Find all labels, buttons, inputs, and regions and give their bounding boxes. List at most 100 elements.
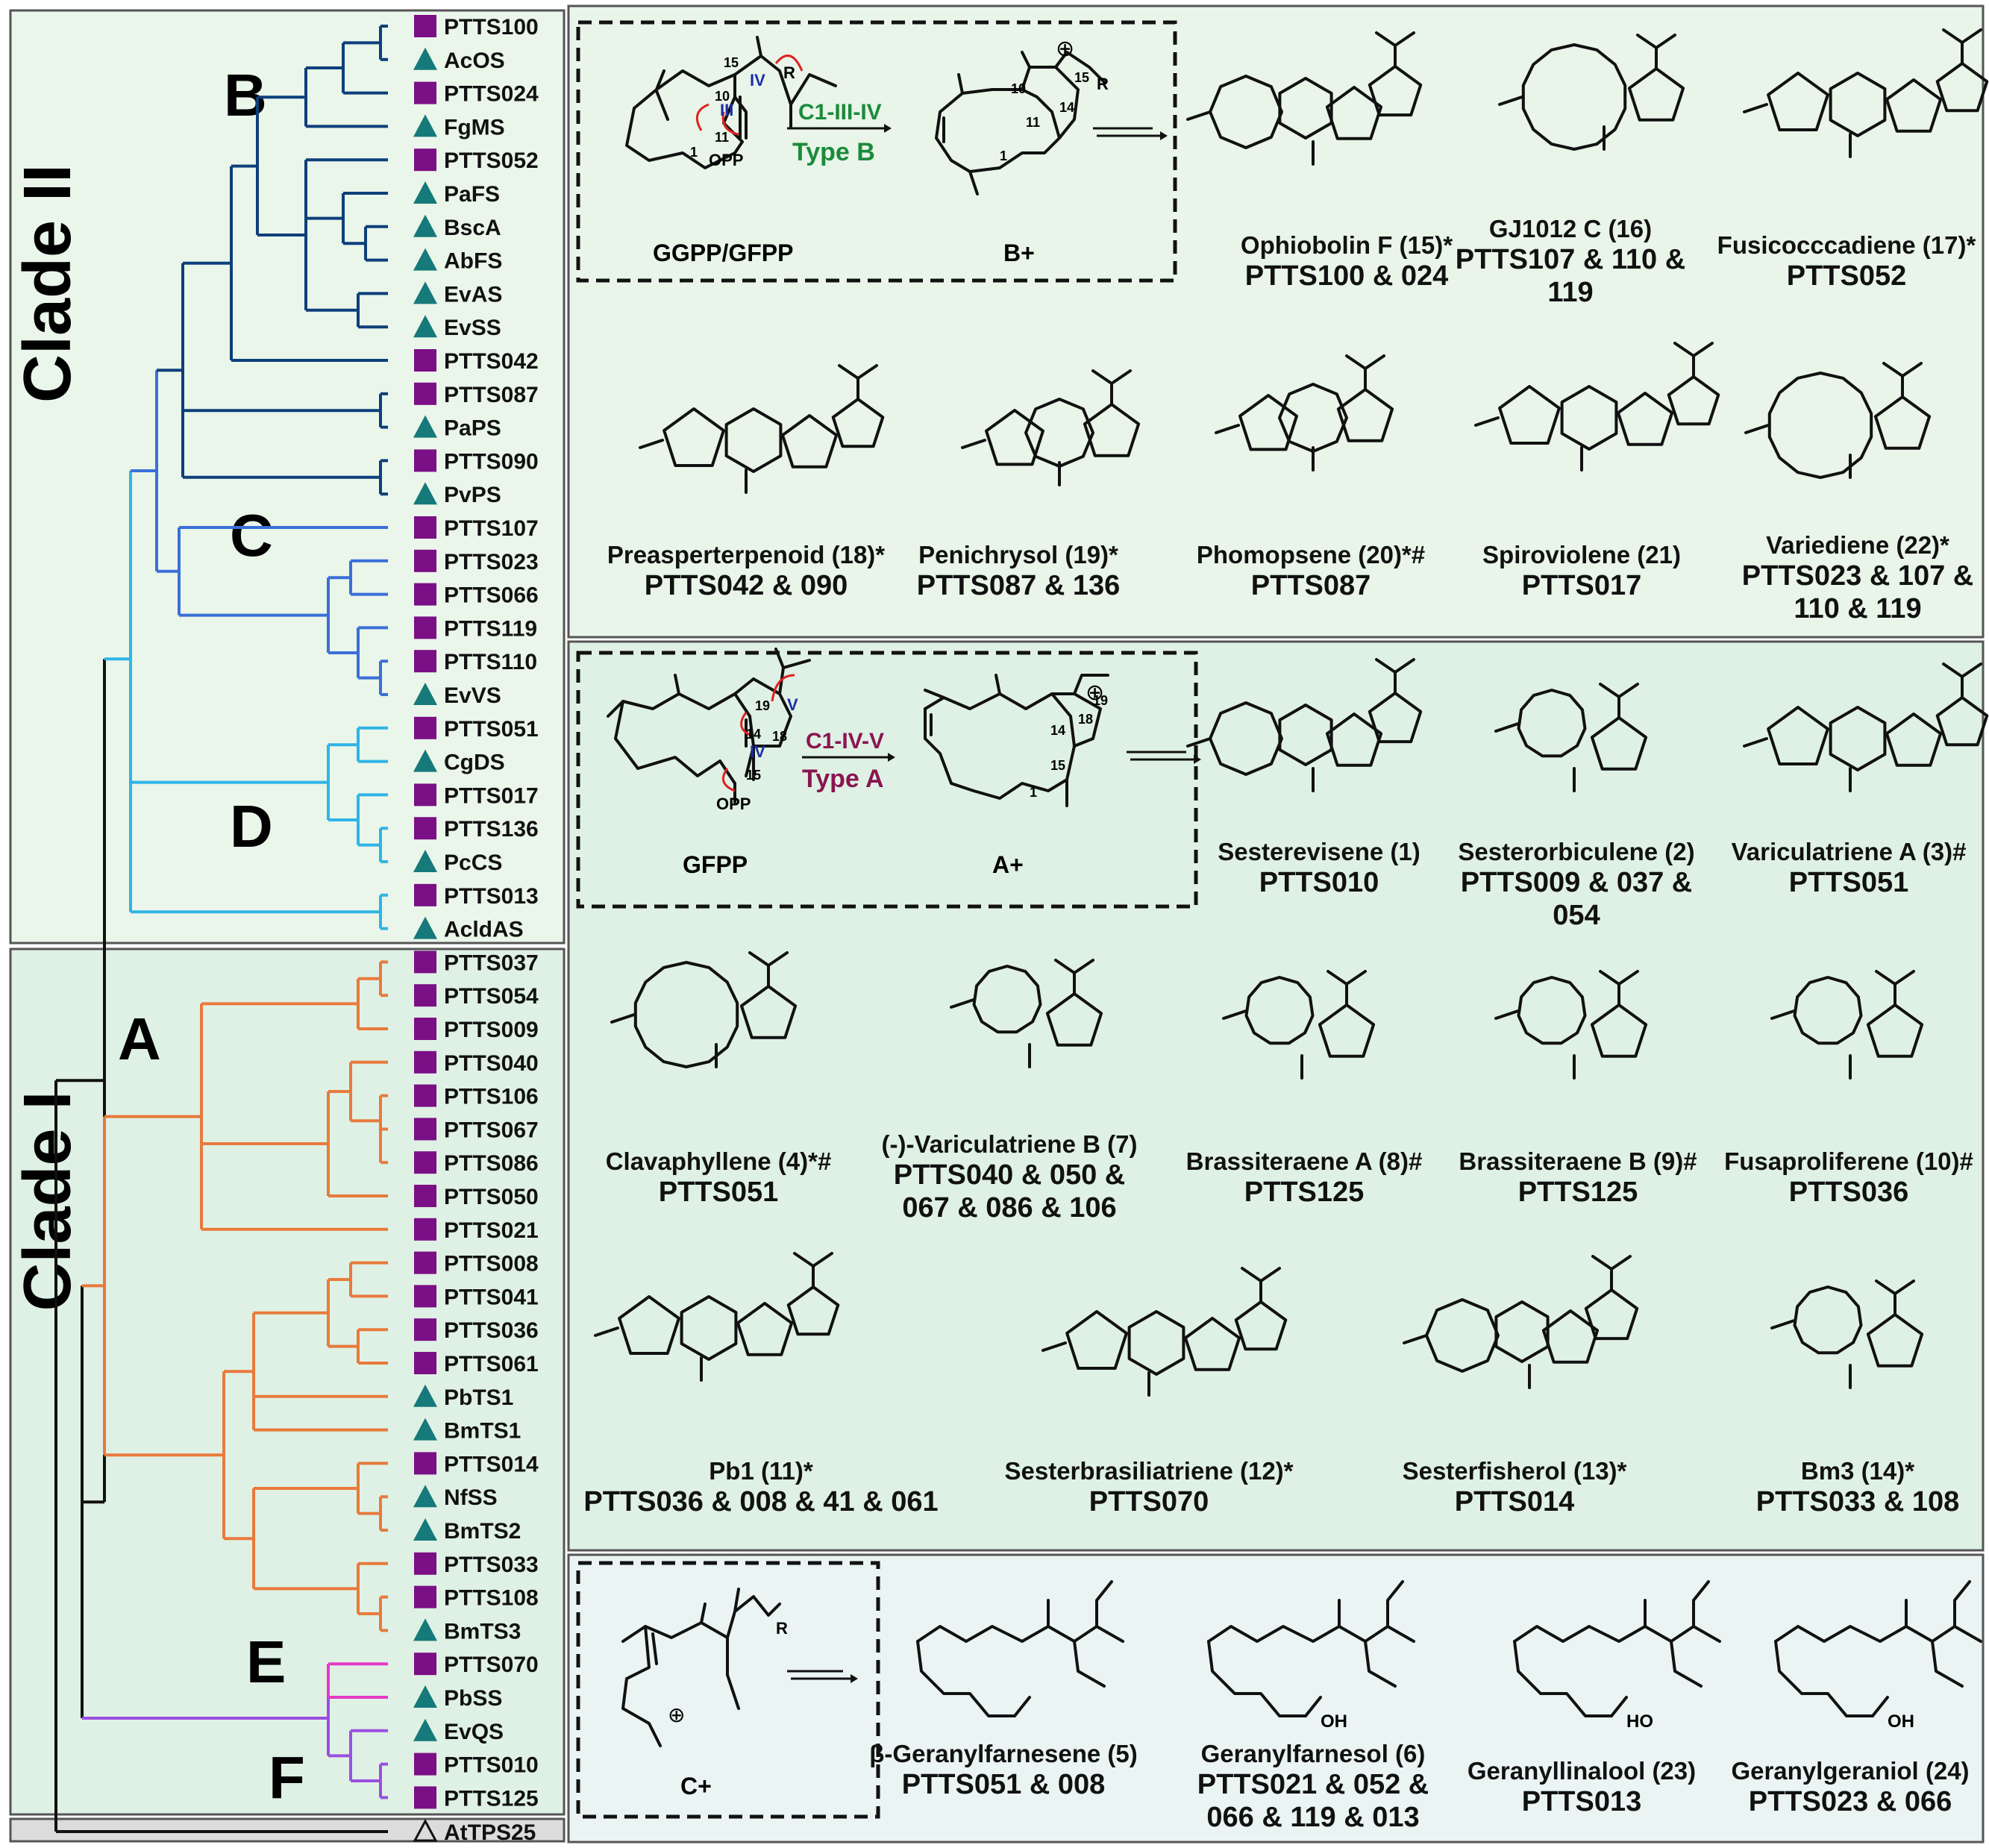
- leaf-label: PTTS100: [444, 15, 539, 40]
- atom-label-10: 10: [715, 89, 730, 104]
- square-marker-icon: [414, 1251, 436, 1274]
- gfpp-opp: OPP: [716, 795, 751, 813]
- square-marker-icon: [414, 382, 436, 405]
- leaf-label: PTTS014: [444, 1452, 539, 1476]
- bond: [1425, 1298, 1500, 1373]
- atom-label-1: 1: [690, 145, 698, 160]
- enzyme-list: PTTS042 & 090: [645, 570, 848, 601]
- bond: [1494, 722, 1520, 733]
- top-compound-label: Penichrysol (19)*PTTS087 & 136: [917, 541, 1120, 601]
- compound-name: Fusaproliferene (10)#: [1724, 1147, 1973, 1175]
- triangle-marker-icon: [413, 214, 437, 237]
- bond: [736, 1302, 794, 1356]
- mid-compound-label: Variculatriene A (3)#PTTS051: [1732, 838, 1967, 898]
- leaf-label: PaPS: [444, 416, 501, 441]
- gfpp-ring-v: V: [787, 695, 798, 714]
- bond: [639, 439, 664, 449]
- enzyme-list: PTTS107 & 110 &: [1456, 244, 1685, 275]
- leaf-label: PTTS054: [444, 984, 539, 1009]
- leaf-label: PTTS051: [444, 717, 539, 742]
- leaf-label: PTTS107: [444, 516, 539, 541]
- tree-leaf: PTTS021: [414, 1218, 539, 1243]
- c-cation-box: [576, 1561, 880, 1819]
- bond: [1885, 78, 1943, 133]
- bond: [1207, 1640, 1307, 1717]
- type-a-scheme-box: [576, 651, 1198, 909]
- enzyme-list: PTTS125: [1518, 1177, 1638, 1208]
- triangle-marker-icon: [413, 1518, 437, 1541]
- compound-name: Geranylfarnesol (6): [1201, 1740, 1426, 1767]
- tree-leaf: EvSS: [413, 315, 501, 340]
- gfpp-atom-18: 18: [772, 729, 787, 744]
- bond: [1935, 696, 1989, 747]
- geranylfarnesol-structure: OH: [1207, 1580, 1415, 1732]
- bond: [1670, 1640, 1703, 1688]
- mid-compound-label: Clavaphyllene (4)*#PTTS051: [606, 1147, 832, 1208]
- leaf-label: PTTS024: [444, 82, 539, 107]
- compound-name: Bm3 (14)*: [1801, 1457, 1914, 1485]
- bond: [1278, 704, 1333, 766]
- leaf-label: PbTS1: [444, 1385, 513, 1410]
- leaf-label: EvQS: [444, 1720, 504, 1744]
- enzyme-list: PTTS010: [1259, 867, 1379, 898]
- tree-leaf: PTTS050: [414, 1185, 539, 1209]
- bond: [780, 414, 839, 469]
- enzyme-list-continued: 067 & 086 & 106: [902, 1192, 1116, 1224]
- bond: [1494, 1009, 1520, 1020]
- compound-name: Penichrysol (19)*: [918, 541, 1118, 569]
- square-marker-icon: [414, 1753, 436, 1776]
- tree-leaf: PTTS051: [414, 716, 539, 742]
- tree-leaf: AcOS: [413, 47, 505, 73]
- arrowhead-c-products: [851, 1674, 858, 1683]
- enzyme-list: PTTS036 & 008 & 41 & 061: [583, 1486, 938, 1517]
- enzyme-list: PTTS013: [1522, 1786, 1642, 1817]
- arrowhead-b-products: [1160, 131, 1168, 140]
- tree-leaf: PTTS024: [414, 81, 539, 107]
- leaf-label: PTTS067: [444, 1118, 539, 1142]
- leaf-label: PTTS041: [444, 1285, 539, 1309]
- clade2-label: Clade II: [10, 164, 85, 403]
- hydroxyl-label: OH: [1888, 1711, 1914, 1732]
- leaf-label: FgMS: [444, 115, 505, 140]
- triangle-marker-icon: [413, 47, 437, 70]
- bond: [724, 407, 783, 473]
- leaf-label: BmTS1: [444, 1419, 521, 1444]
- square-marker-icon: [414, 516, 436, 539]
- triangle-marker-icon: [413, 683, 437, 705]
- top-product-structure: [639, 364, 885, 494]
- bond: [1318, 1003, 1376, 1058]
- bond: [1866, 1003, 1924, 1058]
- leaf-label: AcOS: [444, 48, 505, 73]
- bond: [1935, 62, 1989, 113]
- compound-name: Fusicocccadiene (17)*: [1717, 231, 1976, 259]
- square-marker-icon: [414, 950, 436, 974]
- mid-product-structure: [594, 1252, 840, 1382]
- square-marker-icon: [414, 616, 436, 639]
- bond: [1045, 992, 1103, 1047]
- tree-leaf: EvQS: [413, 1718, 504, 1744]
- a-atom-15: 15: [1050, 758, 1065, 773]
- bond: [1560, 385, 1618, 451]
- top-product-structure: [1498, 34, 1685, 151]
- tree-leaf: PTTS100: [414, 15, 539, 40]
- type-a-label: Type A: [802, 765, 884, 793]
- square-marker-icon: [414, 984, 436, 1007]
- square-marker-icon: [414, 1018, 436, 1040]
- c-cation-symbol: ⊕: [668, 1703, 685, 1726]
- bond: [1215, 424, 1240, 434]
- bond: [1054, 959, 1094, 995]
- square-marker-icon: [414, 1653, 436, 1676]
- mid-product-structure: [1042, 1267, 1288, 1397]
- bond: [594, 1327, 619, 1337]
- compound-name: Variediene (22)*: [1766, 531, 1949, 559]
- mid-product-structure: [610, 951, 798, 1068]
- bottom-structure-panel: [567, 1553, 1985, 1844]
- tree-leaf: CgDS: [413, 749, 505, 775]
- tree-leaf: PTTS136: [414, 817, 539, 842]
- enzyme-list: PTTS051 & 008: [902, 1769, 1105, 1800]
- bond: [1743, 737, 1768, 748]
- gfpp-atom-19: 19: [755, 698, 770, 713]
- tree-leaf: BscA: [413, 214, 501, 240]
- leaf-label: AcldAS: [444, 918, 524, 942]
